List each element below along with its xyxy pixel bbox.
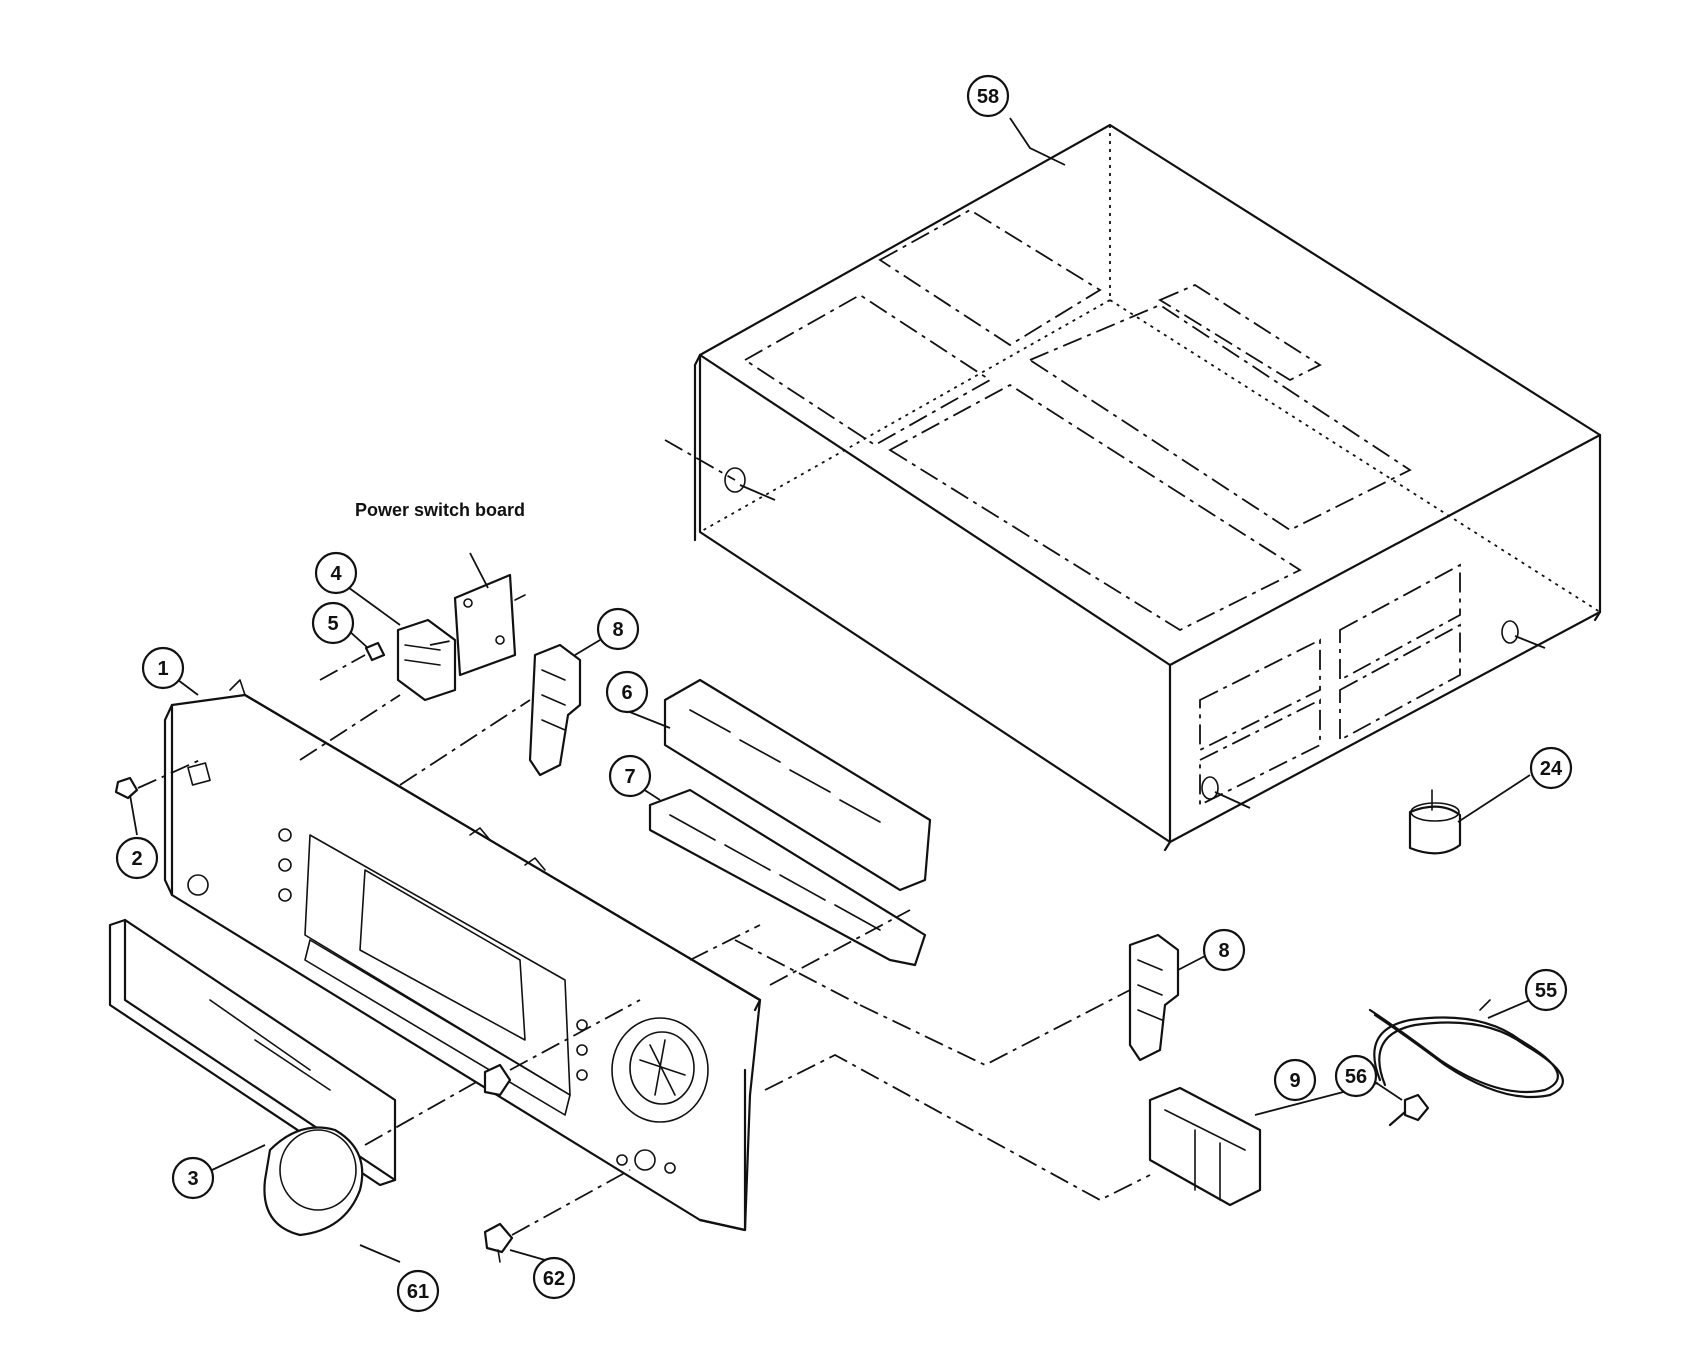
callout-4: 4 (314, 551, 358, 595)
svg-text:3: 3 (187, 1168, 198, 1190)
callout-8-lower: 8 (1202, 928, 1246, 972)
button-part-5 (319, 641, 386, 681)
callout-8-upper: 8 (596, 607, 640, 651)
plug-part-56 (1388, 1093, 1430, 1127)
screw-part-2 (114, 759, 201, 800)
knob-nut (483, 999, 641, 1097)
callout-5: 5 (311, 601, 355, 645)
svg-text:58: 58 (977, 86, 999, 108)
jack-holder-part-8-lower (734, 933, 1180, 1067)
svg-text:24: 24 (1540, 758, 1563, 780)
svg-text:55: 55 (1535, 980, 1557, 1002)
top-cover-part-58 (664, 123, 1602, 852)
callout-24: 24 (1529, 746, 1573, 790)
power-cord-part-55 (1368, 999, 1564, 1099)
power-switch-board-label: Power switch board (355, 500, 525, 520)
svg-text:6: 6 (621, 682, 632, 704)
callout-2: 2 (115, 836, 159, 880)
button-strip-part-6 (663, 678, 932, 892)
svg-text:2: 2 (131, 848, 142, 870)
callout-55: 55 (1524, 968, 1568, 1012)
jack-holder-part-8-upper (399, 643, 582, 786)
svg-text:62: 62 (543, 1268, 565, 1290)
button-part-62 (483, 1169, 631, 1263)
callout-62: 62 (532, 1256, 576, 1300)
callout-9: 9 (1273, 1058, 1317, 1102)
display-window-part-3 (108, 918, 397, 1187)
callout-56: 56 (1334, 1054, 1378, 1098)
power-switch-board: Power switch board (355, 500, 526, 677)
bracket-part-9 (764, 1053, 1262, 1207)
button-strip-part-7 (648, 788, 927, 986)
svg-text:9: 9 (1289, 1070, 1300, 1092)
svg-text:5: 5 (327, 613, 338, 635)
callout-1: 1 (141, 646, 185, 690)
callout-7: 7 (608, 754, 652, 798)
callout-61: 61 (396, 1269, 440, 1313)
callout-58: 58 (966, 74, 1010, 118)
svg-text:56: 56 (1345, 1066, 1367, 1088)
svg-text:1: 1 (157, 658, 168, 680)
svg-text:8: 8 (1218, 940, 1229, 962)
knob-part-61 (263, 1079, 481, 1237)
switch-holder-part-4 (299, 618, 457, 761)
front-panel-part-1 (163, 679, 762, 1232)
svg-text:4: 4 (330, 563, 342, 585)
svg-text:7: 7 (624, 766, 635, 788)
callout-6: 6 (605, 670, 649, 714)
foot-part-24 (1408, 789, 1462, 855)
callout-3: 3 (171, 1156, 215, 1200)
svg-text:61: 61 (407, 1281, 429, 1303)
svg-text:8: 8 (612, 619, 623, 641)
